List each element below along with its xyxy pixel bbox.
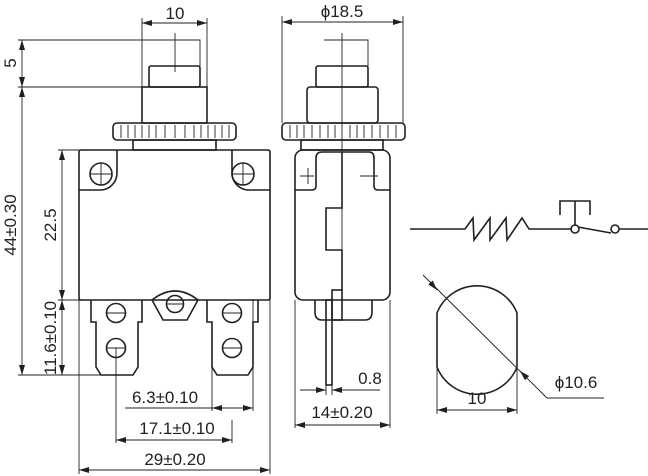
terminal-left <box>90 300 143 376</box>
dim-terminal-length: 11.6±0.10 <box>41 301 60 375</box>
body <box>78 149 271 301</box>
dim-terminal-width: 6.3±0.10 <box>132 388 198 407</box>
circuit-symbol <box>410 200 648 243</box>
side-dimensions: ϕ18.5 0.8 14±0.20 <box>281 2 404 428</box>
dim-terminal-pitch: 17.1±0.10 <box>139 419 215 438</box>
dim-total-height: 44±0.30 <box>1 194 20 255</box>
dim-body-height: 22.5 <box>41 208 60 241</box>
knurled-nut <box>112 122 237 141</box>
front-view <box>78 33 271 376</box>
side-terminal <box>325 299 333 386</box>
dim-body-depth: 14±0.20 <box>311 403 372 422</box>
dim-terminal-thickness: 0.8 <box>358 369 382 388</box>
dim-body-width: 29±0.20 <box>144 450 205 469</box>
side-view <box>281 33 406 386</box>
front-dimensions: 10 5 44±0.30 22.5 11.6±0.10 6.3±0.10 17.… <box>1 4 271 474</box>
dim-button-width: 10 <box>166 4 185 23</box>
dim-cutout-diameter: ϕ10.6 <box>555 373 598 392</box>
dim-button-travel: 5 <box>1 58 20 67</box>
dim-nut-diameter: ϕ18.5 <box>321 2 364 21</box>
terminal-right <box>206 300 259 376</box>
dim-cutout-flat-width: 10 <box>468 389 487 408</box>
panel-cutout: ϕ10.6 10 <box>422 274 604 414</box>
